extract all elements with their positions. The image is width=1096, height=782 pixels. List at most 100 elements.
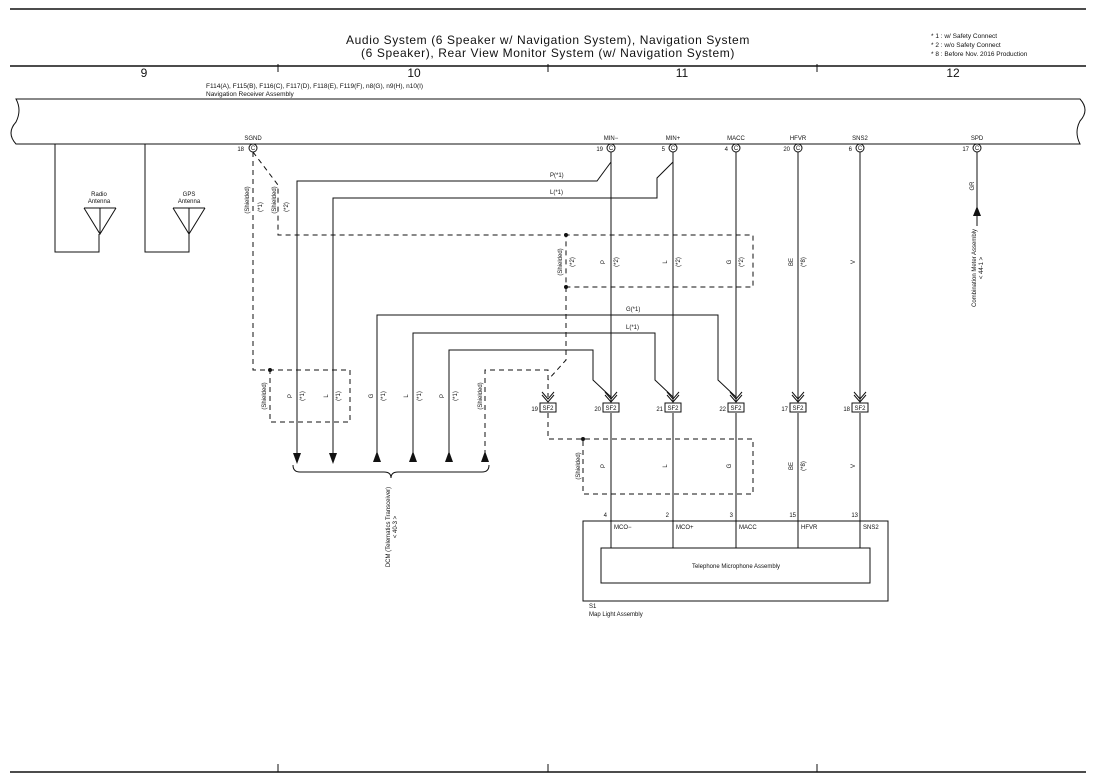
navigation-receiver-assembly [10,98,1086,145]
zone-number: 11 [676,66,689,80]
wire-color: G [727,463,733,468]
terminal-name: MIN− [604,136,619,142]
wiring [252,151,981,548]
sf2-label: SF2 [542,406,554,412]
terminal-conn: C [734,146,739,152]
zone-number: 10 [407,66,421,80]
note-2: * 2 : w/o Safety Connect [931,42,1001,49]
shield-label: (Shielded) [245,186,251,213]
map-light-pin-num: 4 [604,513,608,519]
map-light-pin-name: MACC [739,525,757,531]
wire-color: P [440,394,446,398]
terminal-conn: C [858,146,863,152]
gps-antenna-label: Antenna [178,199,201,205]
map-light-pin-name: MCO− [614,525,632,531]
wire-color: L [663,464,669,468]
wire-color: G [369,393,375,398]
shield-label: (Shielded) [272,186,278,213]
sf2-label: SF2 [730,406,742,412]
sf2-pin: 22 [719,407,726,413]
map-light-pin-num: 13 [851,513,858,519]
terminal-conn: C [251,146,256,152]
note-1: * 1 : w/ Safety Connect [931,33,997,40]
meter-ref: < 44-1 > [979,256,985,279]
sf2-connector: 18 SF2 [843,391,869,413]
zone-number: 9 [141,66,148,80]
option-label: (*2) [739,257,745,267]
terminal-spd: SPD 17 C [962,136,984,153]
dcm-ref: < 40-3 > [393,515,399,538]
map-light-pin-num: 3 [730,513,734,519]
map-light-id: S1 [589,604,597,610]
map-light-pin-name: SNS2 [863,525,879,531]
diagram-title-line1: Audio System (6 Speaker w/ Navigation Sy… [346,33,750,47]
terminal-name: SGND [244,136,262,142]
wire-color: BE [789,258,795,266]
radio-antenna-label: Antenna [88,199,111,205]
terminal-name: SPD [971,136,984,142]
terminal-conn: C [609,146,614,152]
telephone-microphone-label: Telephone Microphone Assembly [692,564,780,570]
map-light-pin-name: HFVR [801,525,818,531]
map-light-name: Map Light Assembly [589,612,643,618]
meter-name: Combination Meter Assembly [972,229,978,307]
receiver-connectors: F114(A), F115(B), F116(C), F117(D), F118… [206,83,423,90]
map-light-assembly: Telephone Microphone Assembly S1 Map Lig… [582,513,889,618]
wire-color: P [601,260,607,264]
shield-label: (Shielded) [478,382,484,409]
wire-color: P [601,464,607,468]
wire-label: L(*1) [626,325,639,331]
zone-number: 12 [946,66,960,80]
shield-label: (Shielded) [576,452,582,479]
wire-label: L(*1) [550,190,563,196]
map-light-pin-num: 2 [666,513,670,519]
gps-antenna-label: GPS [183,192,196,198]
terminal-pin: 17 [962,147,969,153]
terminal-name: HFVR [790,136,807,142]
sf2-label: SF2 [605,406,617,412]
sf2-connector: 19 SF2 [531,391,557,413]
option-label: (*1) [300,391,306,401]
sf2-label: SF2 [854,406,866,412]
wire-label: G(*1) [626,307,640,313]
gps-antenna: GPS Antenna [144,144,206,253]
receiver-name: Navigation Receiver Assembly [206,91,295,98]
option-label: (*1) [258,202,264,212]
option-label: (*8) [801,461,807,471]
sf2-connector: 21 SF2 [656,391,682,413]
option-label: (*2) [614,257,620,267]
sf2-pin: 19 [531,407,538,413]
terminal-name: SNS2 [852,136,868,142]
map-light-pin-num: 15 [789,513,796,519]
dcm-name: DCM (Telematics Transceiver) [386,487,392,567]
wire-color: L [324,394,330,398]
sf2-connector: 20 SF2 [594,391,620,413]
terminal-pin: 5 [662,147,666,153]
option-label: (*2) [676,257,682,267]
sf2-pin: 17 [781,407,788,413]
shield-label: (Shielded) [558,248,564,275]
sf2-pin: 20 [594,407,601,413]
wire-color: P [288,394,294,398]
terminal-name: MACC [727,136,745,142]
radio-antenna-label: Radio [91,192,107,198]
option-label: (*1) [381,391,387,401]
wire-color: L [404,394,410,398]
wire-color: V [851,260,857,264]
page-frame [10,8,1086,773]
option-label: (*8) [801,257,807,267]
option-label: (*2) [570,257,576,267]
sf2-connector: 17 SF2 [781,391,807,413]
option-label: (*1) [453,391,459,401]
wire-color: V [851,464,857,468]
map-light-pin-name: MCO+ [676,525,694,531]
wire-color: BE [789,462,795,470]
radio-antenna: Radio Antenna [54,144,117,253]
wire-color: GR [970,181,976,191]
option-label: (*1) [417,391,423,401]
terminal-name: MIN+ [666,136,681,142]
sf2-pin: 21 [656,407,663,413]
terminal-pin: 19 [596,147,603,153]
terminal-conn: C [975,146,980,152]
